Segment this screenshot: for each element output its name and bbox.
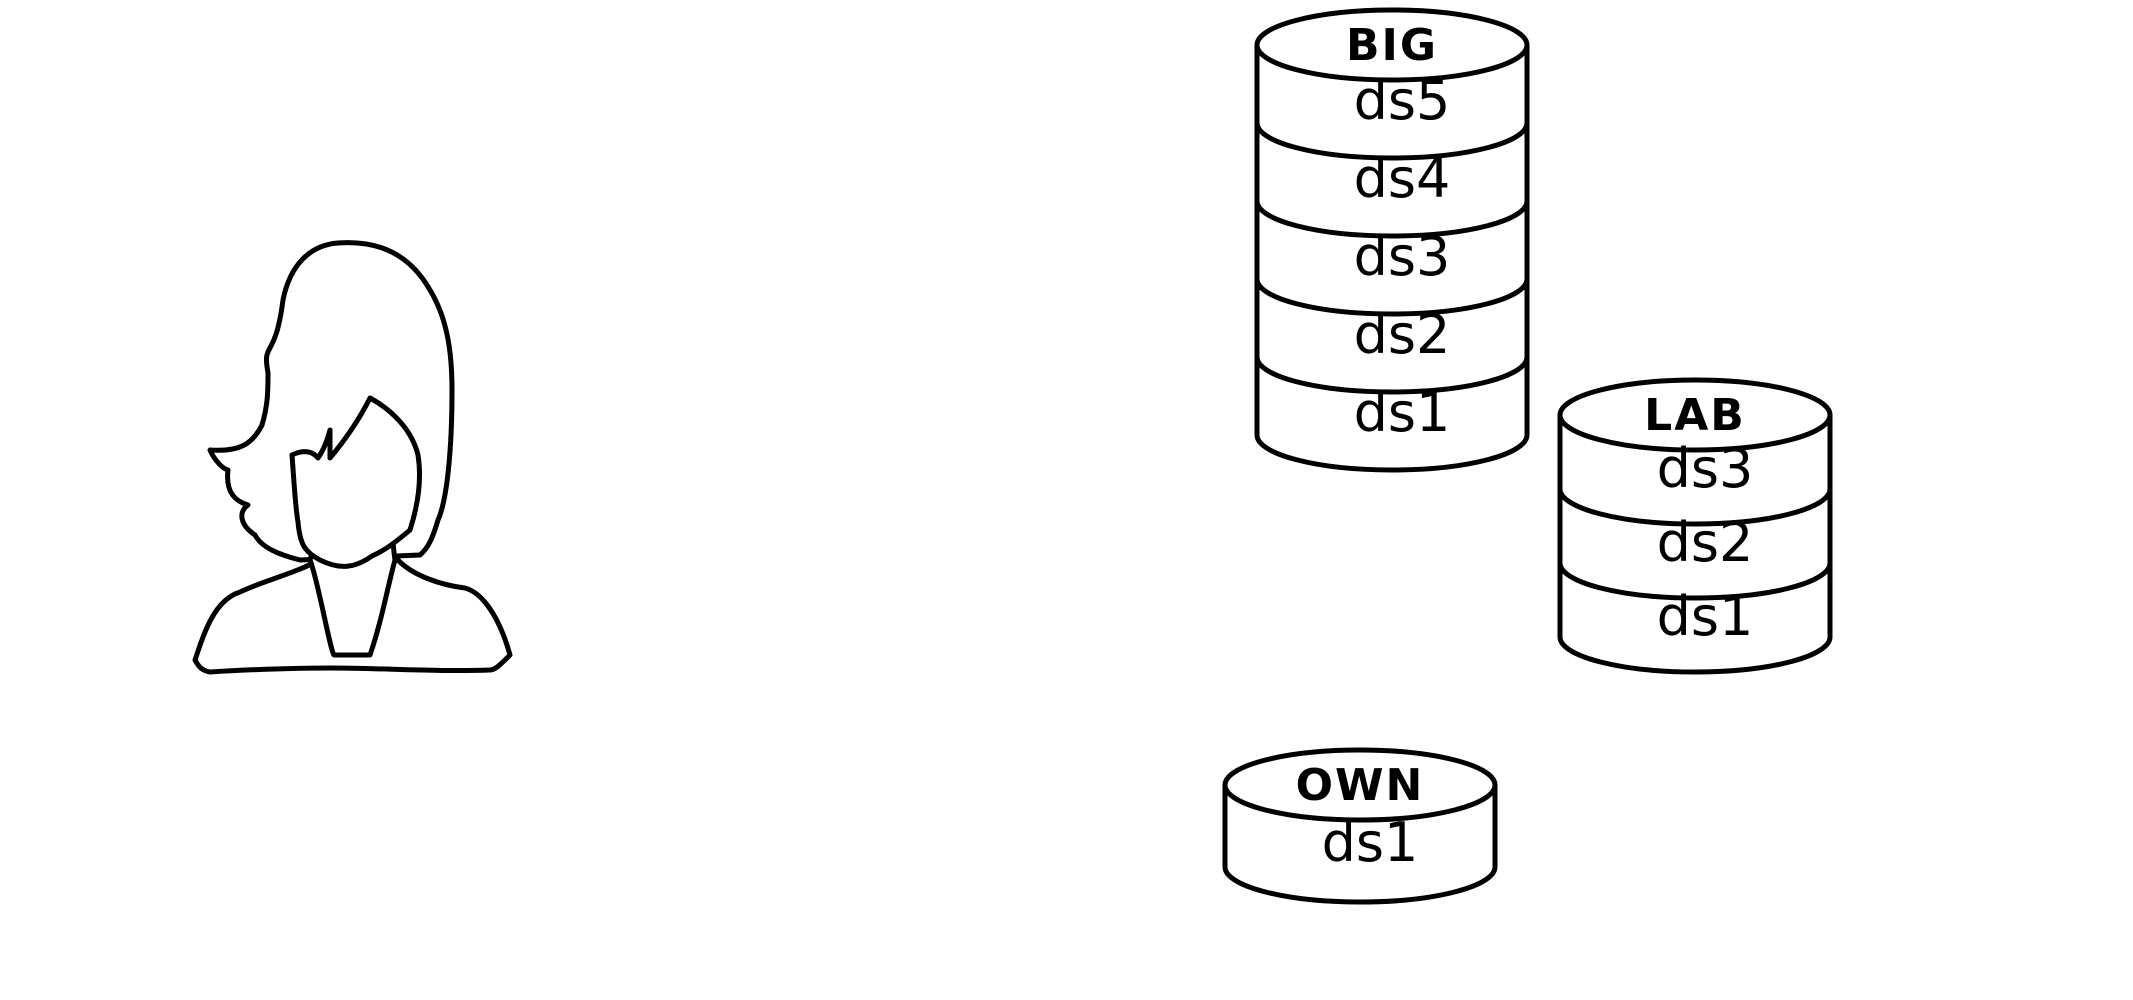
layer-label: ds3 [1354, 225, 1451, 288]
stack-body [1557, 412, 1833, 675]
layer-divider [1254, 198, 1530, 239]
layer-label: ds4 [1354, 147, 1451, 210]
stack-title: OWN [1296, 760, 1425, 811]
layer-label: ds1 [1354, 381, 1451, 444]
woman-user-icon [192, 240, 513, 675]
layer-divider [1557, 560, 1833, 601]
stack-lid [1222, 747, 1498, 823]
layer-label: ds1 [1322, 811, 1419, 874]
stack-lid [1254, 7, 1530, 83]
stack-title: BIG [1346, 20, 1438, 71]
layer-divider [1254, 276, 1530, 317]
layer-label: ds2 [1657, 511, 1754, 574]
layer-divider [1254, 120, 1530, 161]
layer-divider [1557, 486, 1833, 527]
stack-lid [1557, 377, 1833, 453]
layer-divider [1254, 354, 1530, 395]
layer-label: ds5 [1354, 69, 1451, 132]
stack-title: LAB [1644, 390, 1746, 441]
layer-label: ds3 [1657, 437, 1754, 500]
layer-label: ds1 [1657, 585, 1754, 648]
layer-label: ds2 [1354, 303, 1451, 366]
